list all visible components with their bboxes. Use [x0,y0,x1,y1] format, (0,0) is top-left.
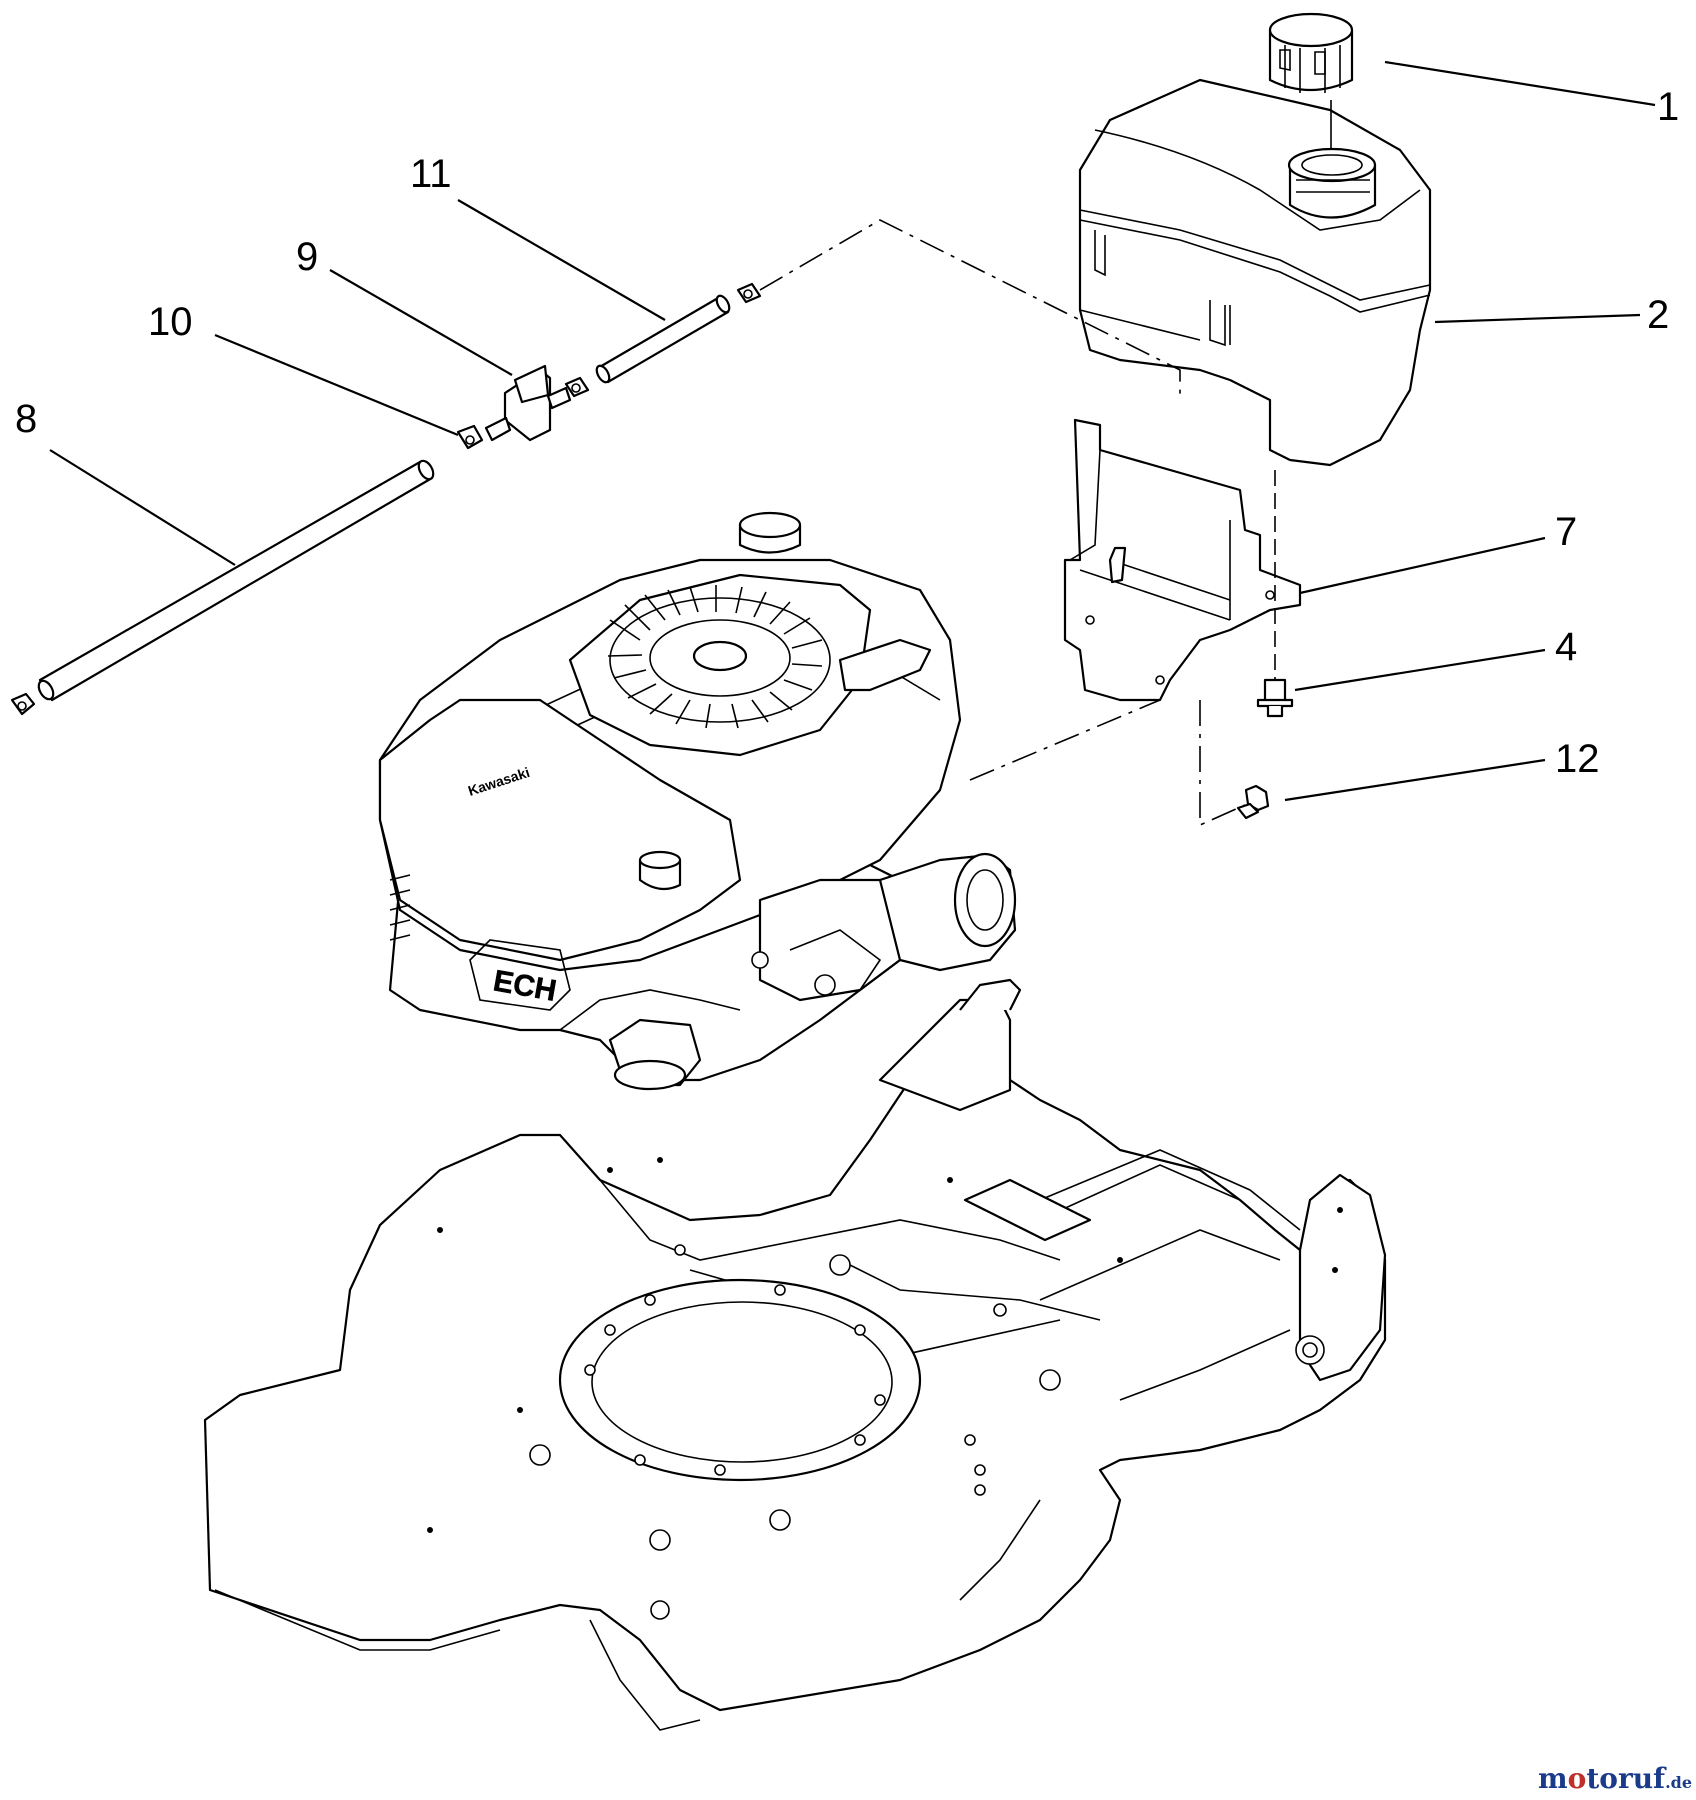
fuel-cap [1268,12,1354,93]
callout-12: 12 [1555,737,1600,781]
screw-4 [1256,678,1294,718]
clamp-10 [456,424,484,450]
nut-12 [1236,784,1270,820]
callout-10: 10 [148,300,193,344]
clamp-left-end [10,692,36,716]
callout-11: 11 [410,152,452,196]
callout-7: 7 [1555,510,1577,554]
callout-2: 2 [1647,293,1669,337]
callout-8: 8 [15,397,37,441]
fuel-tank [1078,78,1432,467]
clamp-middle [564,376,590,398]
fuel-valve-9 [484,364,572,442]
fuel-line-11 [595,294,731,384]
watermark-logo: motoruf.de [1538,1762,1692,1795]
callout-4: 4 [1555,625,1577,669]
engine: Kawasaki ECH [378,511,1017,1091]
leader-lines [49,60,1656,802]
svg-text:motoruf.de: motoruf.de [1538,1762,1692,1795]
tank-bracket [1063,418,1302,702]
clamp-right [736,282,762,304]
assembly-lines [759,219,1276,827]
callout-9: 9 [296,235,318,279]
fuel-line-8 [37,459,435,702]
callout-1: 1 [1657,85,1679,129]
mower-deck [203,978,1387,1731]
callouts: 1 2 4 7 8 9 10 11 12 [15,85,1679,781]
